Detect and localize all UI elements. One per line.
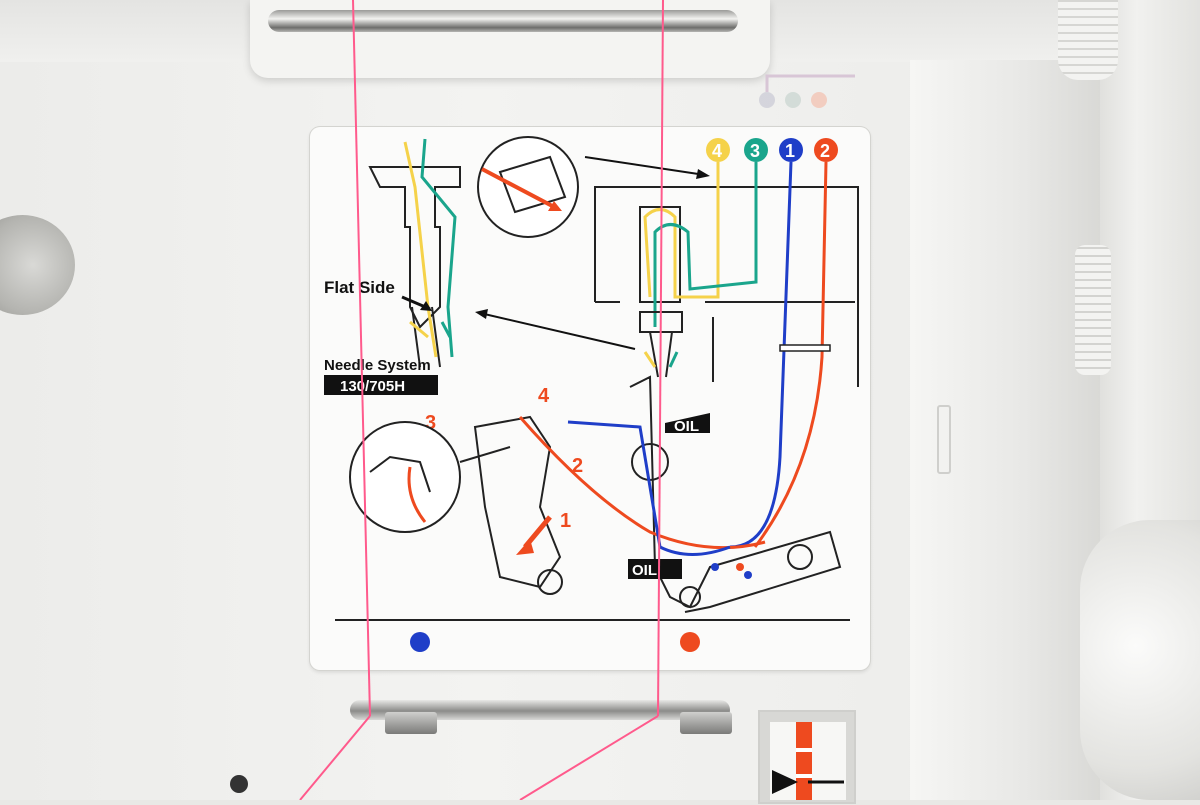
oil-label-1: OIL	[674, 418, 699, 435]
svg-text:4: 4	[712, 141, 722, 161]
front-cover-edge	[910, 60, 1100, 800]
threading-diagram-label: Flat Side Needle System 130/705H 4 3 1 2	[310, 127, 870, 670]
needle-code-text: 130/705H	[340, 378, 405, 395]
svg-text:1: 1	[785, 141, 795, 161]
thread-guide-bar-top	[268, 10, 738, 32]
step-3-text: 3	[425, 412, 436, 434]
cover-slot	[937, 405, 951, 474]
tension-dial-top[interactable]	[1058, 0, 1118, 80]
thread-guide-left[interactable]	[385, 712, 437, 734]
svg-text:3: 3	[750, 141, 760, 161]
flat-side-text: Flat Side	[324, 278, 395, 297]
blue-dot-marker	[410, 632, 430, 652]
red-dot-marker	[680, 632, 700, 652]
svg-text:2: 2	[820, 141, 830, 161]
handwheel[interactable]	[1080, 520, 1200, 800]
stitch-indicator	[770, 722, 846, 800]
oil-label-2: OIL	[632, 562, 657, 579]
step-4-text: 4	[538, 385, 550, 407]
thread-number-badges: 4 3 1 2	[706, 138, 838, 162]
thread-guide-right[interactable]	[680, 712, 732, 734]
thread-guide-bar-bottom	[350, 700, 730, 720]
mini-thread-legend	[759, 74, 855, 108]
tension-dial-mid[interactable]	[1075, 245, 1111, 375]
looper-icon	[473, 375, 842, 613]
step-1-text: 1	[560, 510, 571, 532]
screw-hole	[230, 775, 248, 793]
needle-system-text: Needle System	[324, 357, 431, 374]
step-2-text: 2	[572, 455, 583, 477]
